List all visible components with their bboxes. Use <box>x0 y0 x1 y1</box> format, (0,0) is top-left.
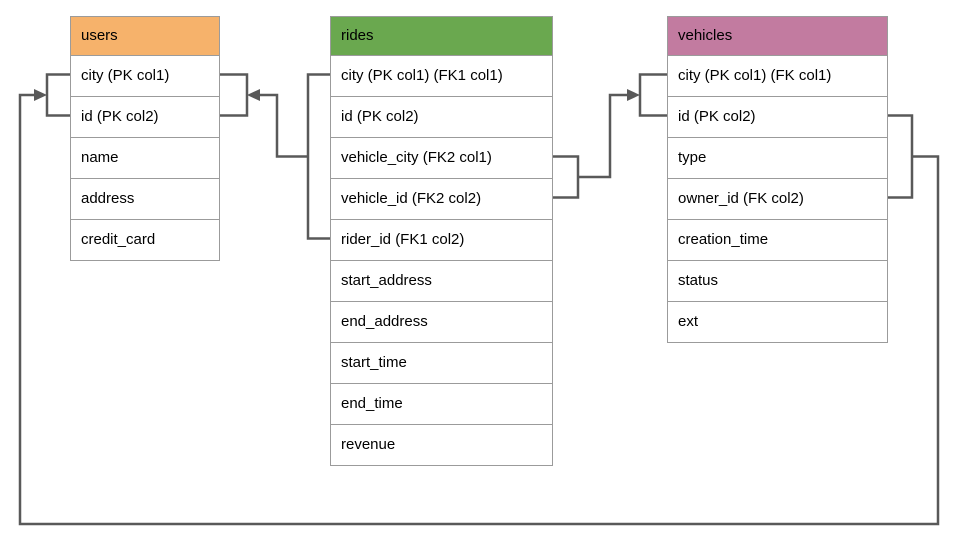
users-column-address: address <box>71 178 219 219</box>
table-rides-header: rides <box>331 17 552 55</box>
rides-column-start-time: start_time <box>331 342 552 383</box>
vehicles-column-owner-id: owner_id (FK col2) <box>668 178 887 219</box>
vehicles-column-id: id (PK col2) <box>668 96 887 137</box>
rides-column-rider-id: rider_id (FK1 col2) <box>331 219 552 260</box>
fk2-rides-source-bracket <box>553 155 580 199</box>
rides-column-start-address: start_address <box>331 260 552 301</box>
vehicles-column-ext: ext <box>668 301 887 342</box>
fk1-arrowhead-icon <box>247 89 260 101</box>
fk3-users-target-bracket <box>45 73 70 117</box>
vehicles-column-creation-time: creation_time <box>668 219 887 260</box>
fk3-vehicles-source-bracket <box>888 114 914 199</box>
table-users: users city (PK col1) id (PK col2) name a… <box>70 16 220 261</box>
users-column-credit-card: credit_card <box>71 219 219 260</box>
users-column-name: name <box>71 137 219 178</box>
rides-column-end-time: end_time <box>331 383 552 424</box>
vehicles-column-city: city (PK col1) (FK col1) <box>668 55 887 96</box>
table-rides: rides city (PK col1) (FK1 col1) id (PK c… <box>330 16 553 466</box>
rides-column-vehicle-city: vehicle_city (FK2 col1) <box>331 137 552 178</box>
users-column-city: city (PK col1) <box>71 55 219 96</box>
fk2-connector-line <box>578 93 628 179</box>
users-column-id: id (PK col2) <box>71 96 219 137</box>
fk1-rides-source-bracket <box>306 73 330 240</box>
rides-column-city: city (PK col1) (FK1 col1) <box>331 55 552 96</box>
table-users-header: users <box>71 17 219 55</box>
vehicles-column-status: status <box>668 260 887 301</box>
rides-column-vehicle-id: vehicle_id (FK2 col2) <box>331 178 552 219</box>
fk1-connector-line <box>259 93 308 158</box>
table-vehicles-header: vehicles <box>668 17 887 55</box>
table-vehicles: vehicles city (PK col1) (FK col1) id (PK… <box>667 16 888 343</box>
fk3-connector-line <box>18 93 940 526</box>
fk3-arrowhead-icon <box>34 89 47 101</box>
vehicles-column-type: type <box>668 137 887 178</box>
rides-column-id: id (PK col2) <box>331 96 552 137</box>
fk2-vehicles-target-bracket <box>638 73 667 117</box>
fk2-arrowhead-icon <box>627 89 640 101</box>
rides-column-revenue: revenue <box>331 424 552 465</box>
fk1-users-target-bracket <box>220 73 249 117</box>
rides-column-end-address: end_address <box>331 301 552 342</box>
